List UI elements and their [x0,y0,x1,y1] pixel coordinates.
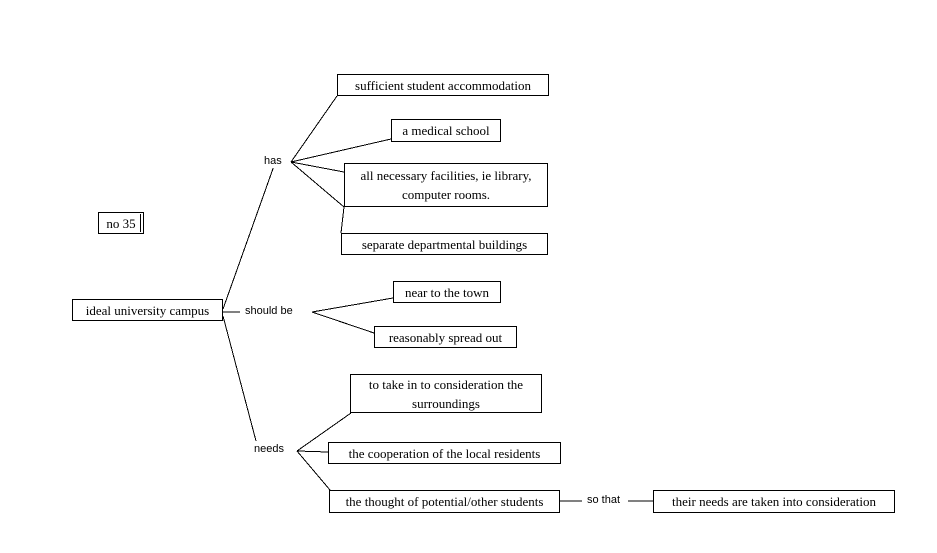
edge-root-needs [222,315,257,442]
text-caret [140,214,141,232]
edge-needs-cooperation [296,450,329,453]
node-buildings[interactable]: separate departmental buildings [341,233,548,255]
node-cooperation[interactable]: the cooperation of the local residents [328,442,561,464]
edge-shouldbe-neartown [311,297,394,313]
node-note[interactable]: no 35 [98,212,144,234]
edge-has-buildings [290,161,345,234]
edge-label-so-that[interactable]: so that [585,494,623,507]
node-thought[interactable]: the thought of potential/other students [329,490,560,513]
edge-label-should-be[interactable]: should be [243,305,295,318]
node-facilities[interactable]: all necessary facilities, ie library, co… [344,163,548,207]
edge-has-facilities [290,161,345,173]
edge-shouldbe-spreadout [311,311,375,334]
node-medical[interactable]: a medical school [391,119,501,142]
edge-needs-surround [296,412,352,452]
edge-needs-thought [296,450,331,491]
node-surround[interactable]: to take in to consideration the surround… [350,374,542,413]
node-theirneeds[interactable]: their needs are taken into consideration [653,490,895,513]
edge-has-accom [290,95,338,163]
node-accom[interactable]: sufficient student accommodation [337,74,549,96]
edge-label-needs[interactable]: needs [252,443,286,456]
node-root[interactable]: ideal university campus [72,299,223,321]
node-neartown[interactable]: near to the town [393,281,501,303]
edge-root-has [222,162,276,310]
edge-label-has[interactable]: has [262,155,284,168]
edge-has-medical [290,138,392,163]
node-spreadout[interactable]: reasonably spread out [374,326,517,348]
